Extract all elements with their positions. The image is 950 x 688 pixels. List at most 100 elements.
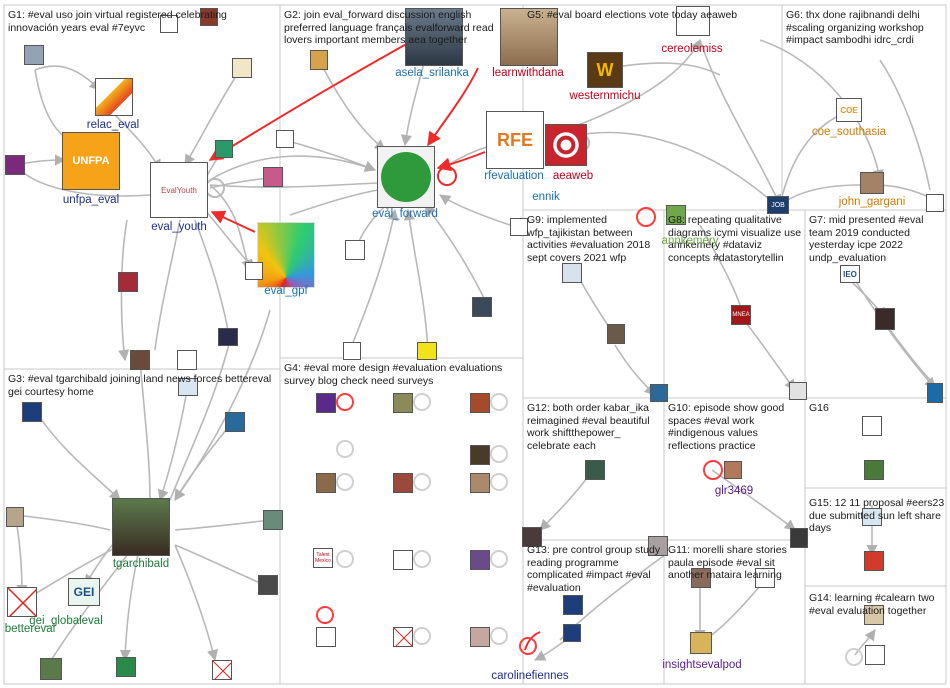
node-avatar[interactable] — [472, 297, 492, 317]
eval-forward-logo — [381, 152, 431, 202]
node-avatar[interactable] — [22, 402, 42, 422]
node-avatar[interactable] — [310, 50, 328, 70]
edge — [174, 519, 271, 531]
node-avatar[interactable] — [691, 568, 711, 588]
node-avatar[interactable] — [245, 262, 263, 280]
self-loop-ring — [703, 460, 723, 480]
node-avatar[interactable] — [200, 8, 218, 26]
node-label-tgarchibald: tgarchibald — [112, 558, 170, 570]
node-avatar[interactable] — [345, 240, 365, 260]
node-avatar[interactable] — [232, 58, 252, 78]
node-avatar[interactable] — [212, 660, 232, 680]
node-avatar[interactable] — [393, 473, 413, 493]
node-avatar[interactable] — [40, 658, 62, 680]
talent-logo-text: Talent Mexico — [315, 552, 331, 564]
node-avatar[interactable] — [5, 155, 25, 175]
node-aeaweb[interactable] — [545, 124, 587, 166]
node-avatar[interactable] — [316, 473, 336, 493]
node-avatar[interactable] — [316, 627, 336, 647]
node-learnwithdana[interactable] — [500, 8, 558, 66]
node-westernmichu[interactable]: W — [587, 52, 623, 88]
node-avatar[interactable] — [470, 473, 490, 493]
node-avatar[interactable] — [510, 218, 528, 236]
node-avatar[interactable] — [160, 15, 178, 33]
node-relac-eval[interactable] — [95, 78, 133, 116]
node-avatar[interactable] — [470, 393, 490, 413]
node-avatar[interactable] — [864, 605, 884, 625]
node-gei-globaleval[interactable]: GEI — [68, 578, 100, 606]
node-avatar[interactable] — [177, 350, 197, 370]
group-label-g4: G4: #eval more design #evaluation evalua… — [284, 362, 503, 387]
node-cereolemiss[interactable] — [676, 6, 710, 36]
node-talent-mexico[interactable]: Talent Mexico — [313, 548, 333, 568]
node-avatar[interactable] — [585, 460, 605, 480]
node-avatar[interactable] — [927, 383, 943, 403]
node-avatar[interactable] — [258, 575, 278, 595]
node-asela-srilanka[interactable] — [405, 8, 463, 66]
node-avatar[interactable] — [648, 536, 668, 556]
node-john-gargani[interactable] — [860, 172, 884, 194]
node-avatar[interactable] — [864, 460, 884, 480]
node-eval-forward[interactable] — [377, 146, 435, 208]
node-avatar[interactable] — [666, 205, 686, 225]
node-avatar[interactable] — [393, 627, 413, 647]
node-avatar[interactable] — [276, 130, 294, 148]
node-avatar[interactable] — [118, 272, 138, 292]
node-job[interactable]: JOB — [767, 196, 789, 214]
edge — [439, 194, 511, 226]
node-mnea[interactable]: MNEA — [731, 305, 751, 325]
node-ieo[interactable]: IEO — [840, 265, 860, 283]
node-avatar[interactable] — [563, 595, 583, 615]
node-tgarchibald[interactable] — [112, 498, 170, 556]
node-avatar[interactable] — [215, 140, 233, 158]
node-avatar[interactable] — [263, 510, 283, 530]
node-glr3469[interactable] — [724, 461, 742, 479]
node-insightsevalpod[interactable] — [690, 632, 712, 654]
node-avatar[interactable] — [218, 328, 238, 346]
node-avatar[interactable] — [343, 342, 361, 360]
node-avatar[interactable] — [116, 657, 136, 677]
node-avatar[interactable] — [522, 527, 542, 547]
node-avatar[interactable] — [470, 627, 490, 647]
node-avatar[interactable] — [865, 645, 885, 665]
node-carolinefiennes[interactable] — [563, 624, 581, 642]
node-avatar[interactable] — [417, 342, 437, 360]
self-loop-ring — [490, 473, 508, 491]
node-avatar[interactable] — [607, 324, 625, 344]
node-avatar[interactable] — [875, 308, 895, 330]
node-eval-youth[interactable]: EvalYouth — [150, 162, 208, 218]
node-avatar[interactable] — [650, 384, 668, 402]
node-avatar[interactable] — [926, 194, 944, 212]
node-avatar[interactable] — [862, 508, 882, 526]
job-logo-text: JOB — [771, 201, 785, 209]
node-avatar[interactable] — [178, 378, 198, 396]
node-unfpa-eval[interactable]: UNFPA — [62, 132, 120, 190]
node-avatar[interactable] — [393, 550, 413, 570]
node-avatar[interactable] — [755, 568, 775, 588]
node-avatar[interactable] — [6, 507, 24, 527]
node-avatar[interactable] — [864, 551, 884, 571]
edge-red — [427, 67, 479, 147]
node-rfevaluation[interactable]: RFE — [486, 111, 544, 169]
node-avatar[interactable] — [316, 393, 336, 413]
node-avatar[interactable] — [263, 167, 283, 187]
node-coe-southasia[interactable]: COE — [836, 98, 862, 122]
node-avatar[interactable] — [862, 416, 882, 436]
node-avatar[interactable] — [225, 412, 245, 432]
node-avatar[interactable] — [790, 528, 808, 548]
edge — [559, 131, 771, 201]
node-avatar[interactable] — [562, 263, 582, 283]
node-avatar[interactable] — [393, 393, 413, 413]
node-bettereval[interactable] — [7, 587, 37, 617]
node-eval-gpf[interactable] — [257, 222, 315, 288]
node-avatar[interactable] — [24, 45, 44, 65]
node-avatar[interactable] — [470, 550, 490, 570]
self-loop-ring — [490, 550, 508, 568]
node-avatar[interactable] — [130, 350, 150, 370]
node-avatar[interactable] — [789, 382, 807, 400]
unfpa-logo-text: UNFPA — [72, 155, 110, 167]
edge — [34, 409, 121, 501]
edge — [119, 544, 141, 662]
self-loop-ring — [845, 648, 863, 666]
node-avatar[interactable] — [470, 445, 490, 465]
